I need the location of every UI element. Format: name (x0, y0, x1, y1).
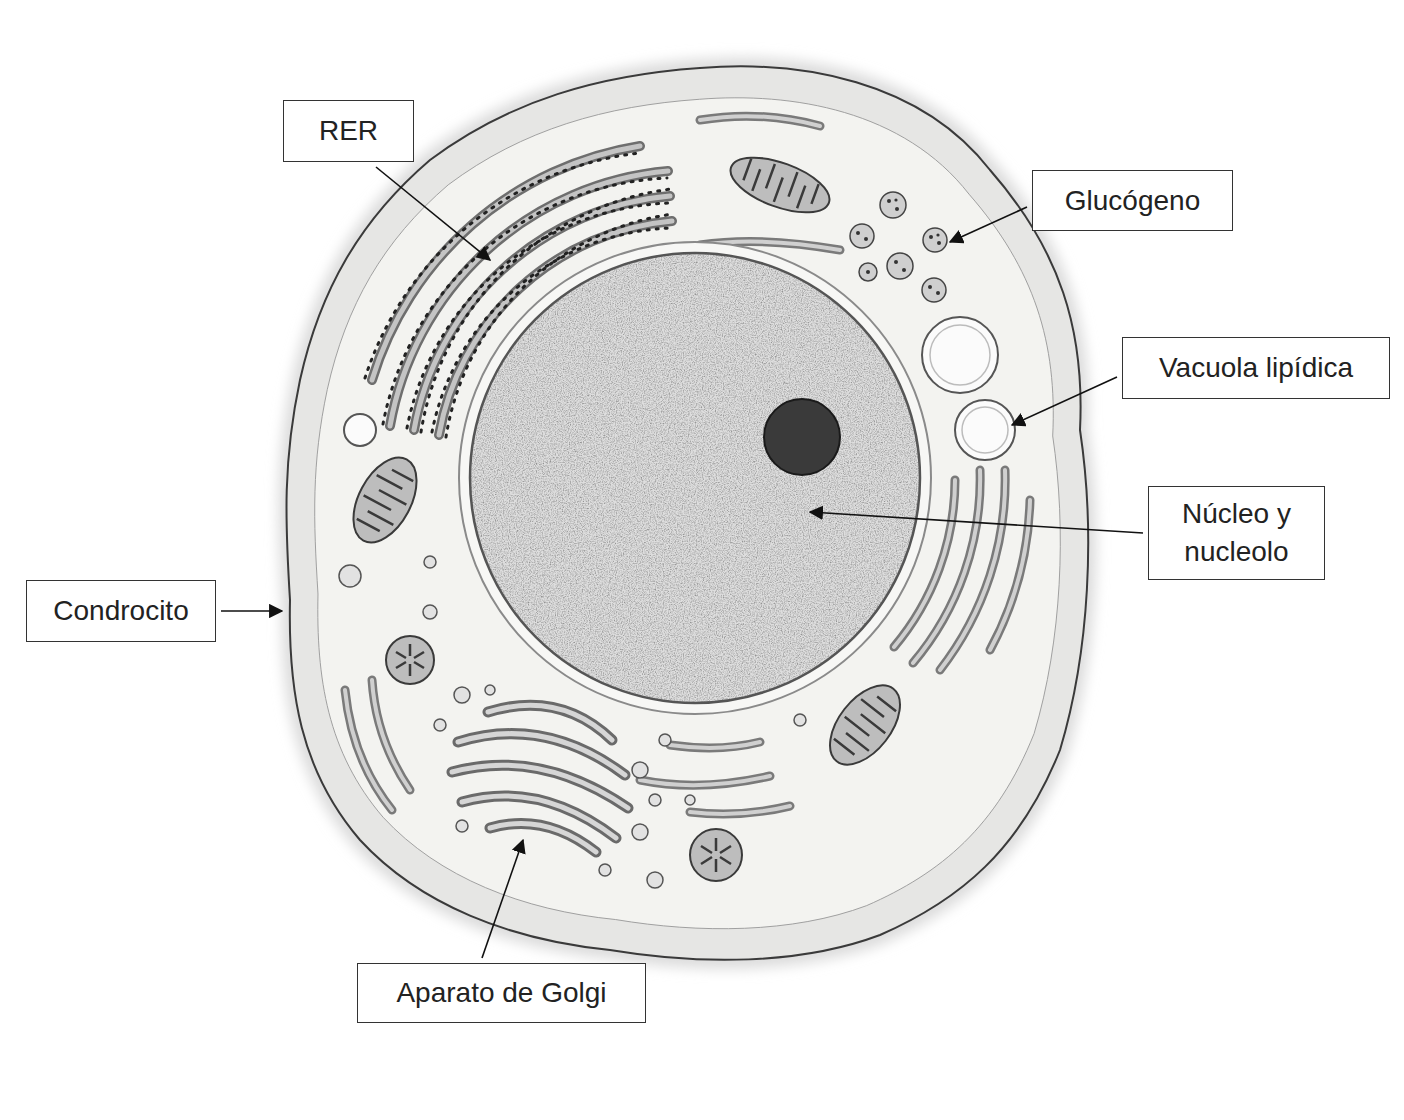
label-text: RER (319, 112, 378, 150)
nucleolus (764, 399, 840, 475)
label-box: Condrocito (26, 580, 216, 642)
golgi-stack (452, 705, 628, 852)
label-text: Núcleo y nucleolo (1161, 495, 1312, 571)
leader-lines (221, 167, 1143, 958)
label-box: Aparato de Golgi (357, 963, 646, 1023)
label-box: RER (283, 100, 414, 162)
label-box: Núcleo y nucleolo (1148, 486, 1325, 580)
label-text: Vacuola lipídica (1159, 349, 1353, 387)
glycogen-granules (850, 192, 947, 302)
label-text: Aparato de Golgi (396, 974, 606, 1012)
nucleus (459, 242, 931, 714)
label-box: Vacuola lipídica (1122, 337, 1390, 399)
label-text: Glucógeno (1065, 182, 1200, 220)
label-text: Condrocito (53, 592, 188, 630)
label-box: Glucógeno (1032, 170, 1233, 231)
cell-body (278, 57, 1096, 968)
er-cisternae (345, 116, 1030, 814)
